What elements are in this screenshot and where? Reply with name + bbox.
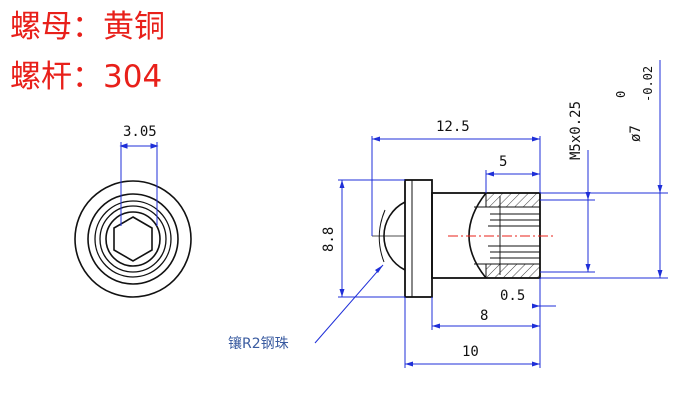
end-view-ring-2	[94, 200, 172, 278]
dim-tol-lower-text: -0.02	[641, 66, 655, 102]
dim-hex-socket	[119, 142, 159, 226]
head-flange	[404, 179, 433, 298]
dimension-arrows	[339, 136, 663, 367]
dim-chamfer-text: 0.5	[500, 288, 525, 304]
hex-socket-icon	[113, 216, 153, 262]
end-view-ring-1	[87, 193, 179, 285]
end-view	[74, 180, 192, 298]
dim-length-10-text: 10	[462, 344, 479, 360]
callout-steel-ball-text: 镶R2钢珠	[228, 335, 289, 352]
dim-diameter-text: ø7	[628, 125, 644, 142]
end-view-outer-circle	[74, 180, 192, 298]
end-view-ring-3	[99, 205, 167, 273]
dim-hex-socket-text: 3.05	[123, 124, 157, 140]
dim-overall-length-text: 12.5	[436, 119, 470, 135]
thread-hatch-top	[485, 192, 541, 208]
dim-tol-upper-text: 0	[614, 91, 628, 98]
dim-length-8-text: 8	[480, 308, 488, 324]
screw-material-label: 螺杆：304	[10, 59, 163, 95]
dim-thread-text: M5x0.25	[568, 101, 584, 160]
dim-head-diameter-text: 8.8	[321, 227, 337, 252]
thread-hatch-bottom	[485, 263, 541, 279]
nut-material-label: 螺母：黄铜	[10, 9, 165, 45]
end-view-ring-4	[105, 211, 161, 267]
dimension-lines	[314, 60, 668, 368]
thread-lines	[474, 196, 540, 275]
dim-thread-length-text: 5	[499, 154, 507, 170]
